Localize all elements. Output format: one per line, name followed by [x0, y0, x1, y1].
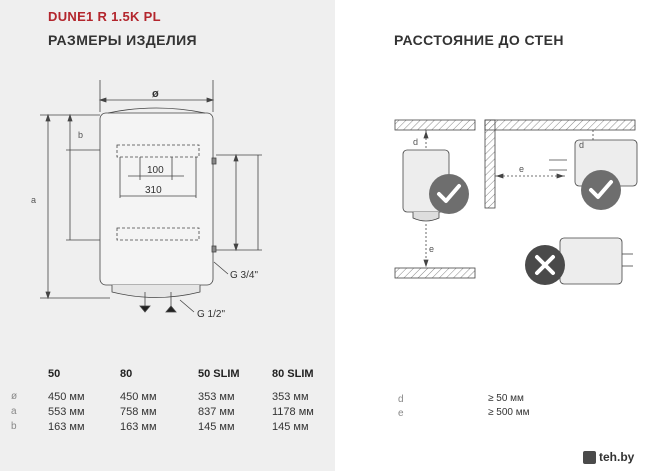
watermark: teh.by: [580, 447, 666, 467]
model-title: DUNE1 R 1.5K PL: [48, 9, 161, 24]
table-cell: 758 мм: [120, 406, 157, 418]
wall-d-label: d: [413, 137, 418, 147]
dim-310-label: 310: [145, 185, 162, 196]
table-cell: 1178 мм: [272, 406, 314, 418]
teh-logo-icon: [583, 450, 596, 464]
thread-bottom-label: G 1/2": [197, 309, 225, 320]
cross-icon: [525, 245, 565, 285]
wall-e-label: e: [429, 244, 434, 254]
table-cell: 353 мм: [272, 391, 309, 403]
table-header-50: 50: [48, 368, 61, 380]
distance-value-d: ≥ 50 мм: [488, 393, 524, 404]
watermark-text: teh.by: [599, 450, 635, 464]
clearance-diagram-wrong: [559, 237, 633, 285]
table-cell: 145 мм: [272, 421, 309, 433]
wall-d-label-2: d: [579, 140, 584, 150]
table-cell: 450 мм: [120, 391, 157, 403]
table-cell: 837 мм: [198, 406, 235, 418]
dim-100-label: 100: [147, 165, 164, 176]
table-header-50-slim: 50 SLIM: [198, 368, 240, 380]
distance-key-d: d: [398, 394, 404, 405]
table-row-key: a: [11, 406, 17, 417]
diameter-label: ø: [152, 88, 159, 100]
table-cell: 450 мм: [48, 391, 85, 403]
thread-top-label: G 3/4": [230, 270, 258, 281]
dimension-drawing: ø a b 100 310 G 3/4" G 1/2": [31, 80, 262, 320]
table-cell: 553 мм: [48, 406, 85, 418]
distance-value-e: ≥ 500 мм: [488, 407, 530, 418]
check-icon: [581, 170, 621, 210]
table-cell: 145 мм: [198, 421, 235, 433]
wall-e-label-2: e: [519, 164, 524, 174]
table-header-80-slim: 80 SLIM: [272, 368, 314, 380]
table-row-key: b: [11, 421, 17, 432]
table-row-key: ø: [11, 391, 18, 402]
distance-heading: РАССТОЯНИЕ ДО СТЕН: [394, 32, 564, 48]
dimensions-heading: РАЗМЕРЫ ИЗДЕЛИЯ: [48, 32, 198, 48]
table-cell: 353 мм: [198, 391, 235, 403]
b-label: b: [78, 130, 83, 140]
table-cell: 163 мм: [48, 421, 85, 433]
check-icon: [429, 174, 469, 214]
wall-distance-drawing: d e d e: [394, 119, 638, 285]
table-cell: 163 мм: [120, 421, 157, 433]
distance-key-e: e: [398, 408, 404, 419]
a-label: a: [31, 195, 36, 205]
table-header-80: 80: [120, 368, 133, 380]
